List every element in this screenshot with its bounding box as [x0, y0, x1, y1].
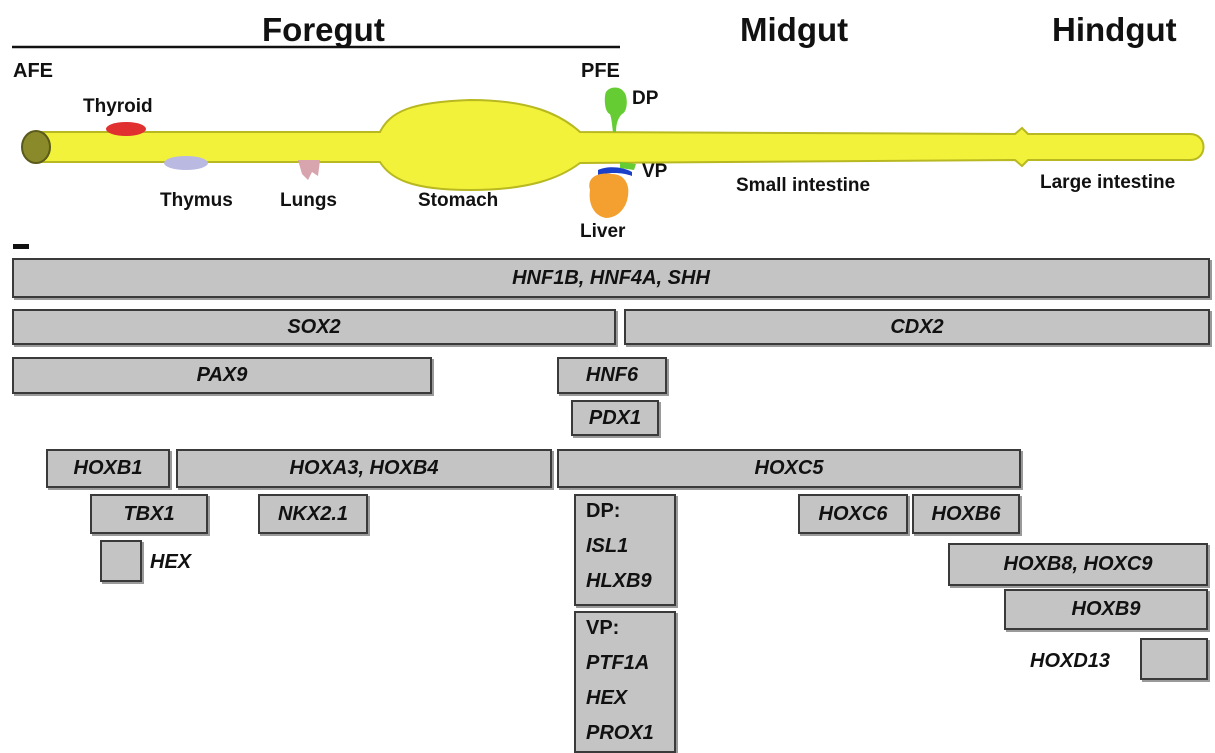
liver-shape: [589, 174, 628, 218]
thymus-label: Thymus: [160, 191, 233, 210]
thyroid-label: Thyroid: [83, 97, 153, 116]
gene-label-hoxd13: HOXD13: [1030, 651, 1110, 671]
afe-label: AFE: [13, 61, 53, 81]
gene-box-hoxc5: HOXC5: [557, 449, 1021, 488]
ventral-pancreas-label: VP: [642, 162, 667, 181]
gene-box-hoxc6: HOXC6: [798, 494, 908, 534]
gene-box-pdx1: PDX1: [571, 400, 659, 436]
thyroid-shape: [106, 122, 146, 136]
thymus-shape: [164, 156, 208, 170]
gene-box-hoxb6: HOXB6: [912, 494, 1020, 534]
gene-box-nkx2-1: NKX2.1: [258, 494, 368, 534]
gene-label-hex: HEX: [150, 552, 191, 572]
gene-box-sox2: SOX2: [12, 309, 616, 345]
gene-box-hex: [100, 540, 142, 582]
lungs-label: Lungs: [280, 191, 337, 210]
hindgut-label: Hindgut: [1052, 13, 1177, 46]
gene-box-hoxb9: HOXB9: [1004, 589, 1208, 630]
liver-label: Liver: [580, 222, 625, 241]
midgut-label: Midgut: [740, 13, 848, 46]
large-intestine-label: Large intestine: [1040, 173, 1175, 192]
gene-box-tbx1: TBX1: [90, 494, 208, 534]
gene-box-hnf6: HNF6: [557, 357, 667, 394]
gene-box-hnf1b-hnf4a-shh: HNF1B, HNF4A, SHH: [12, 258, 1210, 298]
foregut-label: Foregut: [262, 13, 385, 46]
small-intestine-label: Small intestine: [736, 176, 870, 195]
gene-hlxb9: HLXB9: [586, 570, 652, 593]
dp-box-heading: DP:: [586, 500, 620, 523]
gene-box-hoxa3-hoxb4: HOXA3, HOXB4: [176, 449, 552, 488]
gene-box-hoxb8-hoxc9: HOXB8, HOXC9: [948, 543, 1208, 586]
gene-prox1: PROX1: [586, 722, 654, 745]
afe-opening: [22, 131, 50, 163]
gene-isl1: ISL1: [586, 535, 628, 558]
pfe-label: PFE: [581, 61, 620, 81]
lungs-shape: [298, 160, 320, 180]
gene-box-hoxd13: [1140, 638, 1208, 680]
gene-box-cdx2: CDX2: [624, 309, 1210, 345]
stomach-label: Stomach: [418, 191, 498, 210]
scale-bar: [13, 244, 29, 249]
dorsal-pancreas-label: DP: [632, 89, 658, 108]
vp-box-heading: VP:: [586, 617, 619, 640]
dorsal-pancreas-shape: [605, 88, 627, 133]
gene-box-hoxb1: HOXB1: [46, 449, 170, 488]
gene-ptf1a: PTF1A: [586, 652, 649, 675]
gene-box-pax9: PAX9: [12, 357, 432, 394]
gene-box-ventral-pancreas: VP: PTF1A HEX PROX1: [574, 611, 676, 753]
gene-box-dorsal-pancreas: DP: ISL1 HLXB9: [574, 494, 676, 606]
gene-hex-vp: HEX: [586, 687, 627, 710]
